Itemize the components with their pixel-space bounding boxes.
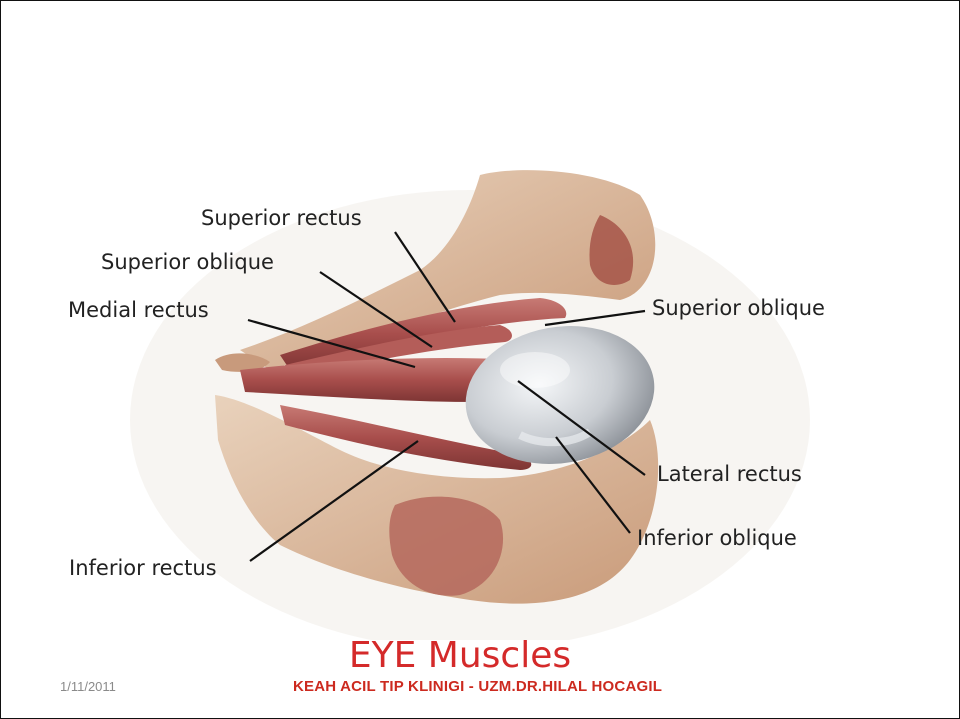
leader-superior-rectus [394,231,456,323]
leader-lines [247,231,646,562]
leader-inferior-oblique [555,436,631,534]
small-bone-fragment [215,353,270,372]
leader-superior-oblique-left [319,271,433,348]
leader-superior-oblique-right [544,309,646,327]
leader-medial-rectus [247,318,416,369]
footer-date: 1/11/2011 [60,679,116,694]
label-inferior-rectus: Inferior rectus [69,556,217,580]
maxillary-sinus [389,496,504,596]
label-inferior-oblique: Inferior oblique [637,526,797,550]
slide-title: EYE Muscles [348,635,572,676]
label-superior-rectus: Superior rectus [201,206,362,230]
footer-text: KEAH ACIL TIP KLINIGI - UZM.DR.HILAL HOC… [293,678,663,695]
label-superior-oblique-right: Superior oblique [652,296,825,320]
upper-orbit-bone [240,170,656,370]
eye-muscles-illustration [130,170,810,640]
eyeball [465,326,655,464]
label-superior-oblique-left: Superior oblique [101,250,274,274]
label-lateral-rectus: Lateral rectus [657,462,802,486]
leader-inferior-rectus [249,440,419,562]
label-medial-rectus: Medial rectus [68,298,209,322]
inferior-rectus-muscle [280,405,532,470]
upper-orbit-sinus [589,215,634,285]
leader-lateral-rectus [517,380,646,476]
